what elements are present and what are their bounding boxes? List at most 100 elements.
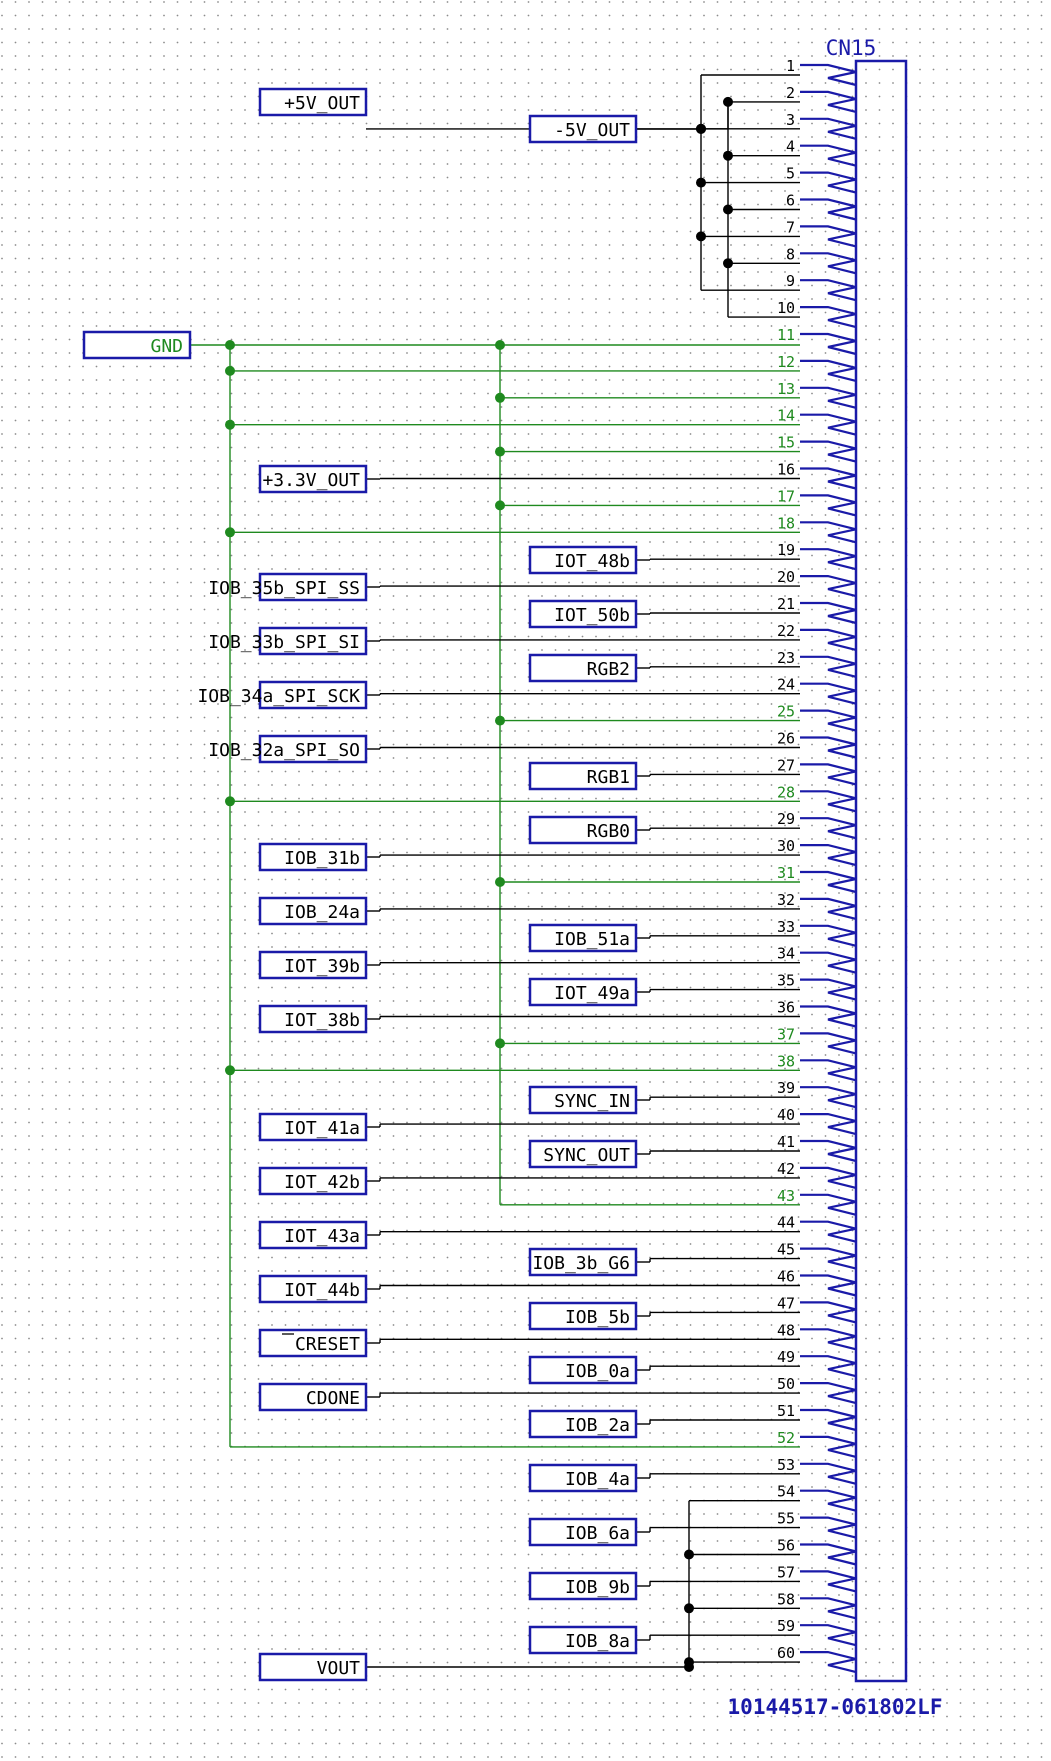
pin-18-contact (800, 521, 857, 544)
pin-19-contact (800, 548, 857, 571)
gnd-port-box (82, 330, 192, 360)
pin-50-number: 50 (777, 1375, 795, 1393)
junction-dot (225, 527, 235, 538)
net-label-text: IOB_32a_SPI_SO (208, 740, 360, 761)
net-label-m5v-out: -5V_OUT (528, 114, 638, 144)
net-label-text: SYNC_IN (554, 1091, 630, 1112)
net-label-iot-49a: IOT_49a (528, 977, 638, 1007)
pin-60-contact (800, 1650, 857, 1674)
pin-36-contact (800, 1005, 857, 1028)
pin-17-contact (800, 494, 857, 517)
net-label-iot-43a: IOT_43a (258, 1220, 368, 1250)
pin-39-contact (800, 1086, 857, 1109)
pin-15-number: 15 (777, 434, 795, 452)
junction-dot (684, 1549, 694, 1560)
pin-30-number: 30 (777, 837, 795, 855)
pin-55-number: 55 (777, 1510, 795, 1528)
net-label-text: +3.3V_OUT (262, 470, 360, 491)
net-label-iot-48b: IOT_48b (528, 545, 638, 575)
net-label-text: IOT_49a (554, 983, 630, 1004)
pin-20-contact (800, 574, 857, 598)
net-label-text: IOB_35b_SPI_SS (208, 578, 360, 599)
pin-6-number: 6 (786, 192, 795, 210)
pin-50-contact (800, 1381, 857, 1405)
net-label-creset: CRESET (258, 1328, 368, 1358)
net-label-p3v3-out: +3.3V_OUT (258, 464, 368, 494)
net-label-text: IOB_8a (565, 1631, 630, 1652)
net-label-iob-3b-g6: IOB_3b_G6 (528, 1247, 638, 1277)
pin-58-number: 58 (777, 1590, 795, 1608)
pin-1-contact (800, 63, 857, 87)
pin-10-number: 10 (777, 299, 795, 317)
net-labels-right: -5V_OUT IOT_48b IOT_50b RGB2 RGB1 RGB0 I… (528, 114, 638, 1655)
pin-22-number: 22 (777, 622, 795, 640)
pin-45-contact (800, 1247, 857, 1270)
pin-36-number: 36 (777, 999, 795, 1017)
pin-57-contact (800, 1570, 857, 1593)
junction-dot (696, 231, 706, 242)
pin-57-number: 57 (777, 1563, 795, 1581)
junction-dot (696, 177, 706, 188)
net-label-iot-44b: IOT_44b (258, 1274, 368, 1304)
junction-dot (495, 446, 505, 457)
net-label-text: IOB_6a (565, 1523, 630, 1544)
junction-dot (495, 340, 505, 350)
net-label-iob-35b-spi-ss: IOB_35b_SPI_SS (208, 572, 368, 602)
net-label-iob-8a: IOB_8a (528, 1625, 638, 1655)
pin-20-number: 20 (777, 568, 795, 586)
pin-9-contact (800, 279, 857, 302)
net-label-text: IOB_34a_SPI_SCK (197, 686, 360, 707)
net-label-text: IOT_50b (554, 605, 630, 626)
junction-dot (495, 1038, 505, 1049)
pin-44-contact (800, 1220, 857, 1243)
pin-40-number: 40 (777, 1106, 795, 1124)
connector-cn15: 1234567891011121314151617181920212223242… (728, 36, 943, 1719)
net-label-text: IOB_24a (284, 902, 360, 923)
pin-47-contact (800, 1301, 857, 1324)
net-label-text: IOT_38b (284, 1010, 360, 1031)
net-labels-left: +5V_OUT +3.3V_OUT IOB_35b_SPI_SS IOB_33b… (197, 87, 368, 1682)
net-label-iob-2a: IOB_2a (528, 1409, 638, 1439)
gnd-net-label: GND (82, 330, 192, 360)
pin-51-number: 51 (777, 1402, 795, 1420)
pin-55-contact (800, 1516, 857, 1539)
pin-4-contact (800, 144, 857, 167)
net-label-text: IOT_42b (284, 1172, 360, 1193)
net-label-iob-9b: IOB_9b (528, 1571, 638, 1601)
net-label-text: IOT_41a (284, 1118, 360, 1139)
pin-14-contact (800, 413, 857, 436)
pin-52-contact (800, 1435, 857, 1458)
net-label-sync-in: SYNC_IN (528, 1085, 638, 1115)
pin-42-number: 42 (777, 1160, 795, 1178)
pin-41-contact (800, 1139, 857, 1163)
junction-dot (723, 258, 733, 269)
pin-12-number: 12 (777, 353, 795, 371)
pin-32-number: 32 (777, 891, 795, 909)
net-label-text: IOB_5b (565, 1307, 630, 1328)
junction-dot (225, 365, 235, 376)
pin-35-number: 35 (777, 972, 795, 990)
pin-3-number: 3 (786, 111, 795, 129)
pin-29-number: 29 (777, 810, 795, 828)
pin-21-number: 21 (777, 595, 795, 613)
pin-13-contact (800, 386, 857, 409)
net-label-iot-38b: IOT_38b (258, 1004, 368, 1034)
net-label-iob-0a: IOB_0a (528, 1355, 638, 1385)
pin-12-contact (800, 359, 857, 382)
net-label-rgb1: RGB1 (528, 761, 638, 791)
pin-19-number: 19 (777, 541, 795, 559)
connector-ref: CN15 (826, 36, 877, 60)
pin-51-contact (800, 1408, 857, 1432)
pin-number-group: 1234567891011121314151617181920212223242… (777, 57, 795, 1662)
pin-43-contact (800, 1193, 857, 1216)
net-label-text: CRESET (295, 1334, 360, 1355)
pin-5-contact (800, 171, 857, 194)
pin-48-number: 48 (777, 1321, 795, 1339)
pin-52-number: 52 (777, 1429, 795, 1447)
pin-37-number: 37 (777, 1025, 795, 1043)
pin-38-contact (800, 1059, 857, 1082)
net-label-rgb0: RGB0 (528, 815, 638, 845)
pin-27-contact (800, 763, 857, 786)
pin-44-number: 44 (777, 1214, 795, 1232)
junction-dot (495, 877, 505, 887)
